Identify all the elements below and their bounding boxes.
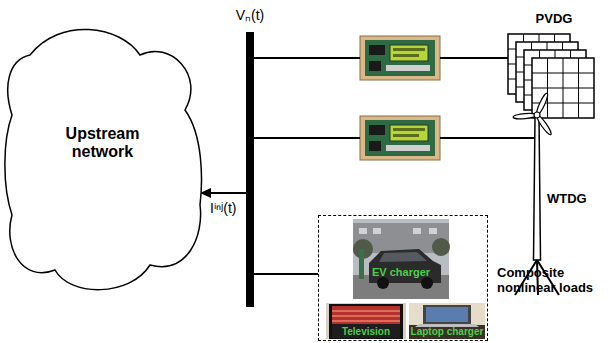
drawing-part [409, 325, 485, 339]
node-label: EV charger [353, 266, 449, 279]
drawing-part [332, 315, 400, 317]
chip [369, 125, 385, 135]
drawing-part [332, 306, 400, 324]
drawing-part [359, 228, 367, 234]
pcb [365, 120, 435, 156]
drawing-part [359, 249, 364, 279]
drawing-part [409, 303, 485, 339]
header-pins [386, 145, 430, 151]
controller-board [360, 36, 440, 80]
drawing-part [421, 277, 433, 289]
board-frame [360, 116, 440, 160]
lcd [390, 45, 428, 61]
pcb [365, 40, 435, 76]
lcd-row [393, 128, 425, 131]
drawing-part [578, 58, 579, 118]
edge-label-holder: Iⁱⁿʲ(t) [209, 199, 237, 217]
connector-line [254, 273, 318, 275]
drawing-part [353, 219, 449, 299]
drawing-part [426, 307, 468, 322]
drawing-part [513, 92, 553, 136]
node-label: Television [326, 326, 406, 338]
cloud-shape: Upstream network [0, 15, 205, 295]
drawing-part [423, 305, 471, 324]
current-label: Iⁱⁿʲ(t) [209, 200, 237, 216]
lcd [390, 125, 428, 141]
drawing-part [532, 58, 594, 118]
solar-panels [508, 12, 600, 120]
drawing-part [534, 117, 541, 260]
lcd-row [393, 48, 425, 51]
ev-photo: EV charger [353, 219, 449, 299]
node-label: Composite nonlinear loads [497, 266, 605, 296]
drawing-part [379, 252, 427, 262]
drawing-part [432, 238, 450, 256]
connector-line [210, 192, 246, 194]
chip [369, 141, 381, 151]
bus-bar: Vₙ(t) [246, 32, 254, 307]
drawing-part [326, 303, 406, 339]
drawing-part [373, 228, 381, 234]
drawing-part [534, 112, 540, 118]
ev-charger-photo [353, 219, 449, 299]
board-frame [360, 36, 440, 80]
connector-line [254, 57, 508, 59]
node-label: WTDG [547, 192, 600, 207]
connector-line [254, 137, 535, 139]
drawing-part [332, 310, 400, 312]
pv-array: PVDG [508, 12, 600, 120]
node-label: Laptop charger [409, 326, 485, 338]
lcd-row [393, 54, 419, 57]
node-label: Vₙ(t) [222, 7, 278, 23]
drawing-part [532, 88, 594, 89]
node-label: Upstream network [40, 125, 165, 162]
chip [369, 61, 381, 71]
drawing-part [332, 320, 400, 322]
node-label: PVDG [508, 12, 600, 27]
chip [369, 45, 385, 55]
laptop-photo: Laptop charger [409, 303, 485, 339]
drawing-part [377, 277, 389, 289]
drawing-part [5, 29, 202, 289]
lcd-row [393, 134, 419, 137]
header-pins [386, 65, 430, 71]
controller-board [360, 116, 440, 160]
load-group: Composite nonlinear loadsEV chargerTelev… [318, 215, 488, 341]
drawing-part [429, 228, 437, 234]
tv-photo: Television [326, 303, 406, 339]
drawing-part [413, 228, 421, 234]
